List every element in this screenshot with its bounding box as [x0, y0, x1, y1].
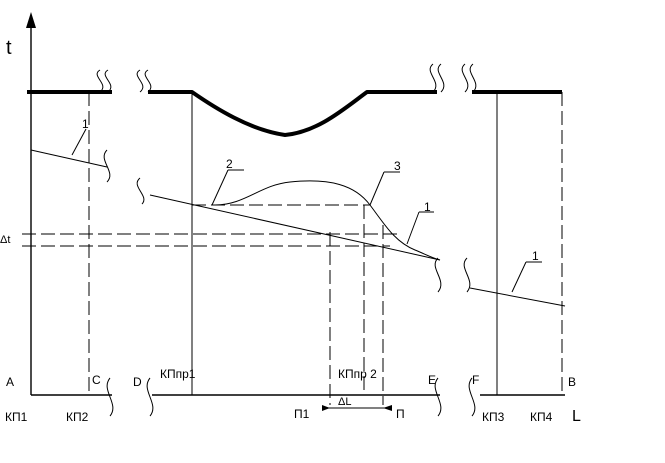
- point-d: D: [133, 375, 142, 389]
- leader-2: [211, 169, 229, 206]
- marker-p1: П1: [294, 407, 310, 421]
- marker-p: П: [396, 407, 405, 421]
- delta-l-arrow-left: [322, 405, 330, 411]
- leader-1a: [71, 128, 87, 156]
- x-axis-label: L: [572, 408, 581, 425]
- curve-2-3: [214, 180, 441, 261]
- curve-label-1b: 1: [424, 200, 431, 214]
- marker-kp3: КП3: [482, 410, 505, 424]
- marker-delta-l: ΔL: [338, 396, 351, 408]
- break-marks: [96, 63, 477, 417]
- marker-kp1: КП1: [5, 410, 28, 424]
- delta-l-arrow-right: [383, 405, 392, 411]
- marker-kp4: КП4: [530, 410, 553, 424]
- marker-kpp2: КПпр 2: [338, 367, 377, 381]
- line-1-right: [469, 287, 566, 307]
- point-a: A: [6, 375, 14, 389]
- curve-label-3: 3: [394, 159, 401, 173]
- point-c: C: [92, 373, 101, 387]
- delta-t-label: Δt: [0, 234, 10, 246]
- thick-line-seg-2: [148, 90, 437, 137]
- curve-label-1c: 1: [532, 249, 539, 263]
- marker-kp2: КП2: [66, 410, 89, 424]
- marker-kpp1: КПпр1: [160, 367, 196, 381]
- leader-3: [369, 171, 385, 206]
- line-1-left: [30, 149, 108, 168]
- curve-label-1a: 1: [82, 117, 89, 131]
- y-axis-arrow: [26, 12, 36, 28]
- curve-label-2: 2: [226, 157, 233, 171]
- leader-1b: [406, 211, 420, 245]
- y-axis-label: t: [6, 37, 12, 59]
- line-1-middle: [149, 194, 441, 261]
- point-f: F: [472, 373, 479, 387]
- leader-1c: [511, 261, 527, 293]
- point-b: B: [568, 375, 576, 389]
- point-e: E: [428, 373, 436, 387]
